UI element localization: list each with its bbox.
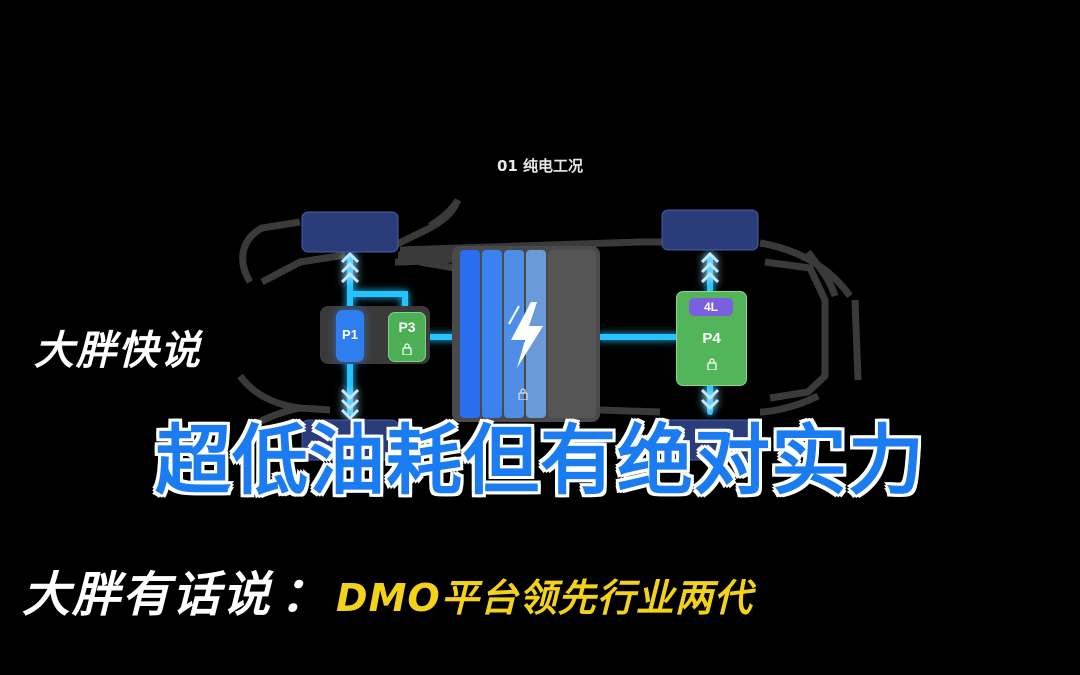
lock-icon bbox=[706, 358, 717, 370]
wheel-front-left bbox=[301, 211, 399, 253]
module-p3-label: P3 bbox=[398, 319, 416, 335]
subtitle-speaker: 大胖有话说 bbox=[22, 567, 273, 623]
module-p3: P3 bbox=[388, 312, 426, 362]
module-p4-tag: 4L bbox=[689, 298, 733, 316]
mode-label: 01 纯电工况 bbox=[496, 157, 584, 175]
channel-brand: 大胖快说 bbox=[34, 328, 202, 374]
module-p4-label: P4 bbox=[702, 330, 721, 347]
wheel-rear-right bbox=[661, 419, 759, 461]
car-body-outline bbox=[237, 198, 862, 431]
module-p1-label: P1 bbox=[342, 327, 358, 342]
wheel-rear-left bbox=[661, 209, 759, 251]
module-p1: P1 bbox=[336, 310, 364, 362]
wheel-front-right bbox=[301, 419, 399, 461]
wheels bbox=[301, 209, 759, 461]
headline-caption: 超低油耗但有绝对实力 bbox=[155, 416, 925, 505]
subtitle-separator: ： bbox=[280, 567, 329, 623]
flow-arrows bbox=[340, 251, 720, 421]
lightning-bolt-icon bbox=[508, 302, 543, 368]
subtitle-caption: 大胖有话说：DMO平台领先行业两代 bbox=[22, 555, 753, 625]
lock-icon bbox=[518, 388, 528, 400]
module-p4: 4L P4 bbox=[676, 291, 747, 386]
subtitle-message: DMO平台领先行业两代 bbox=[336, 576, 753, 620]
lock-icon bbox=[402, 343, 412, 355]
